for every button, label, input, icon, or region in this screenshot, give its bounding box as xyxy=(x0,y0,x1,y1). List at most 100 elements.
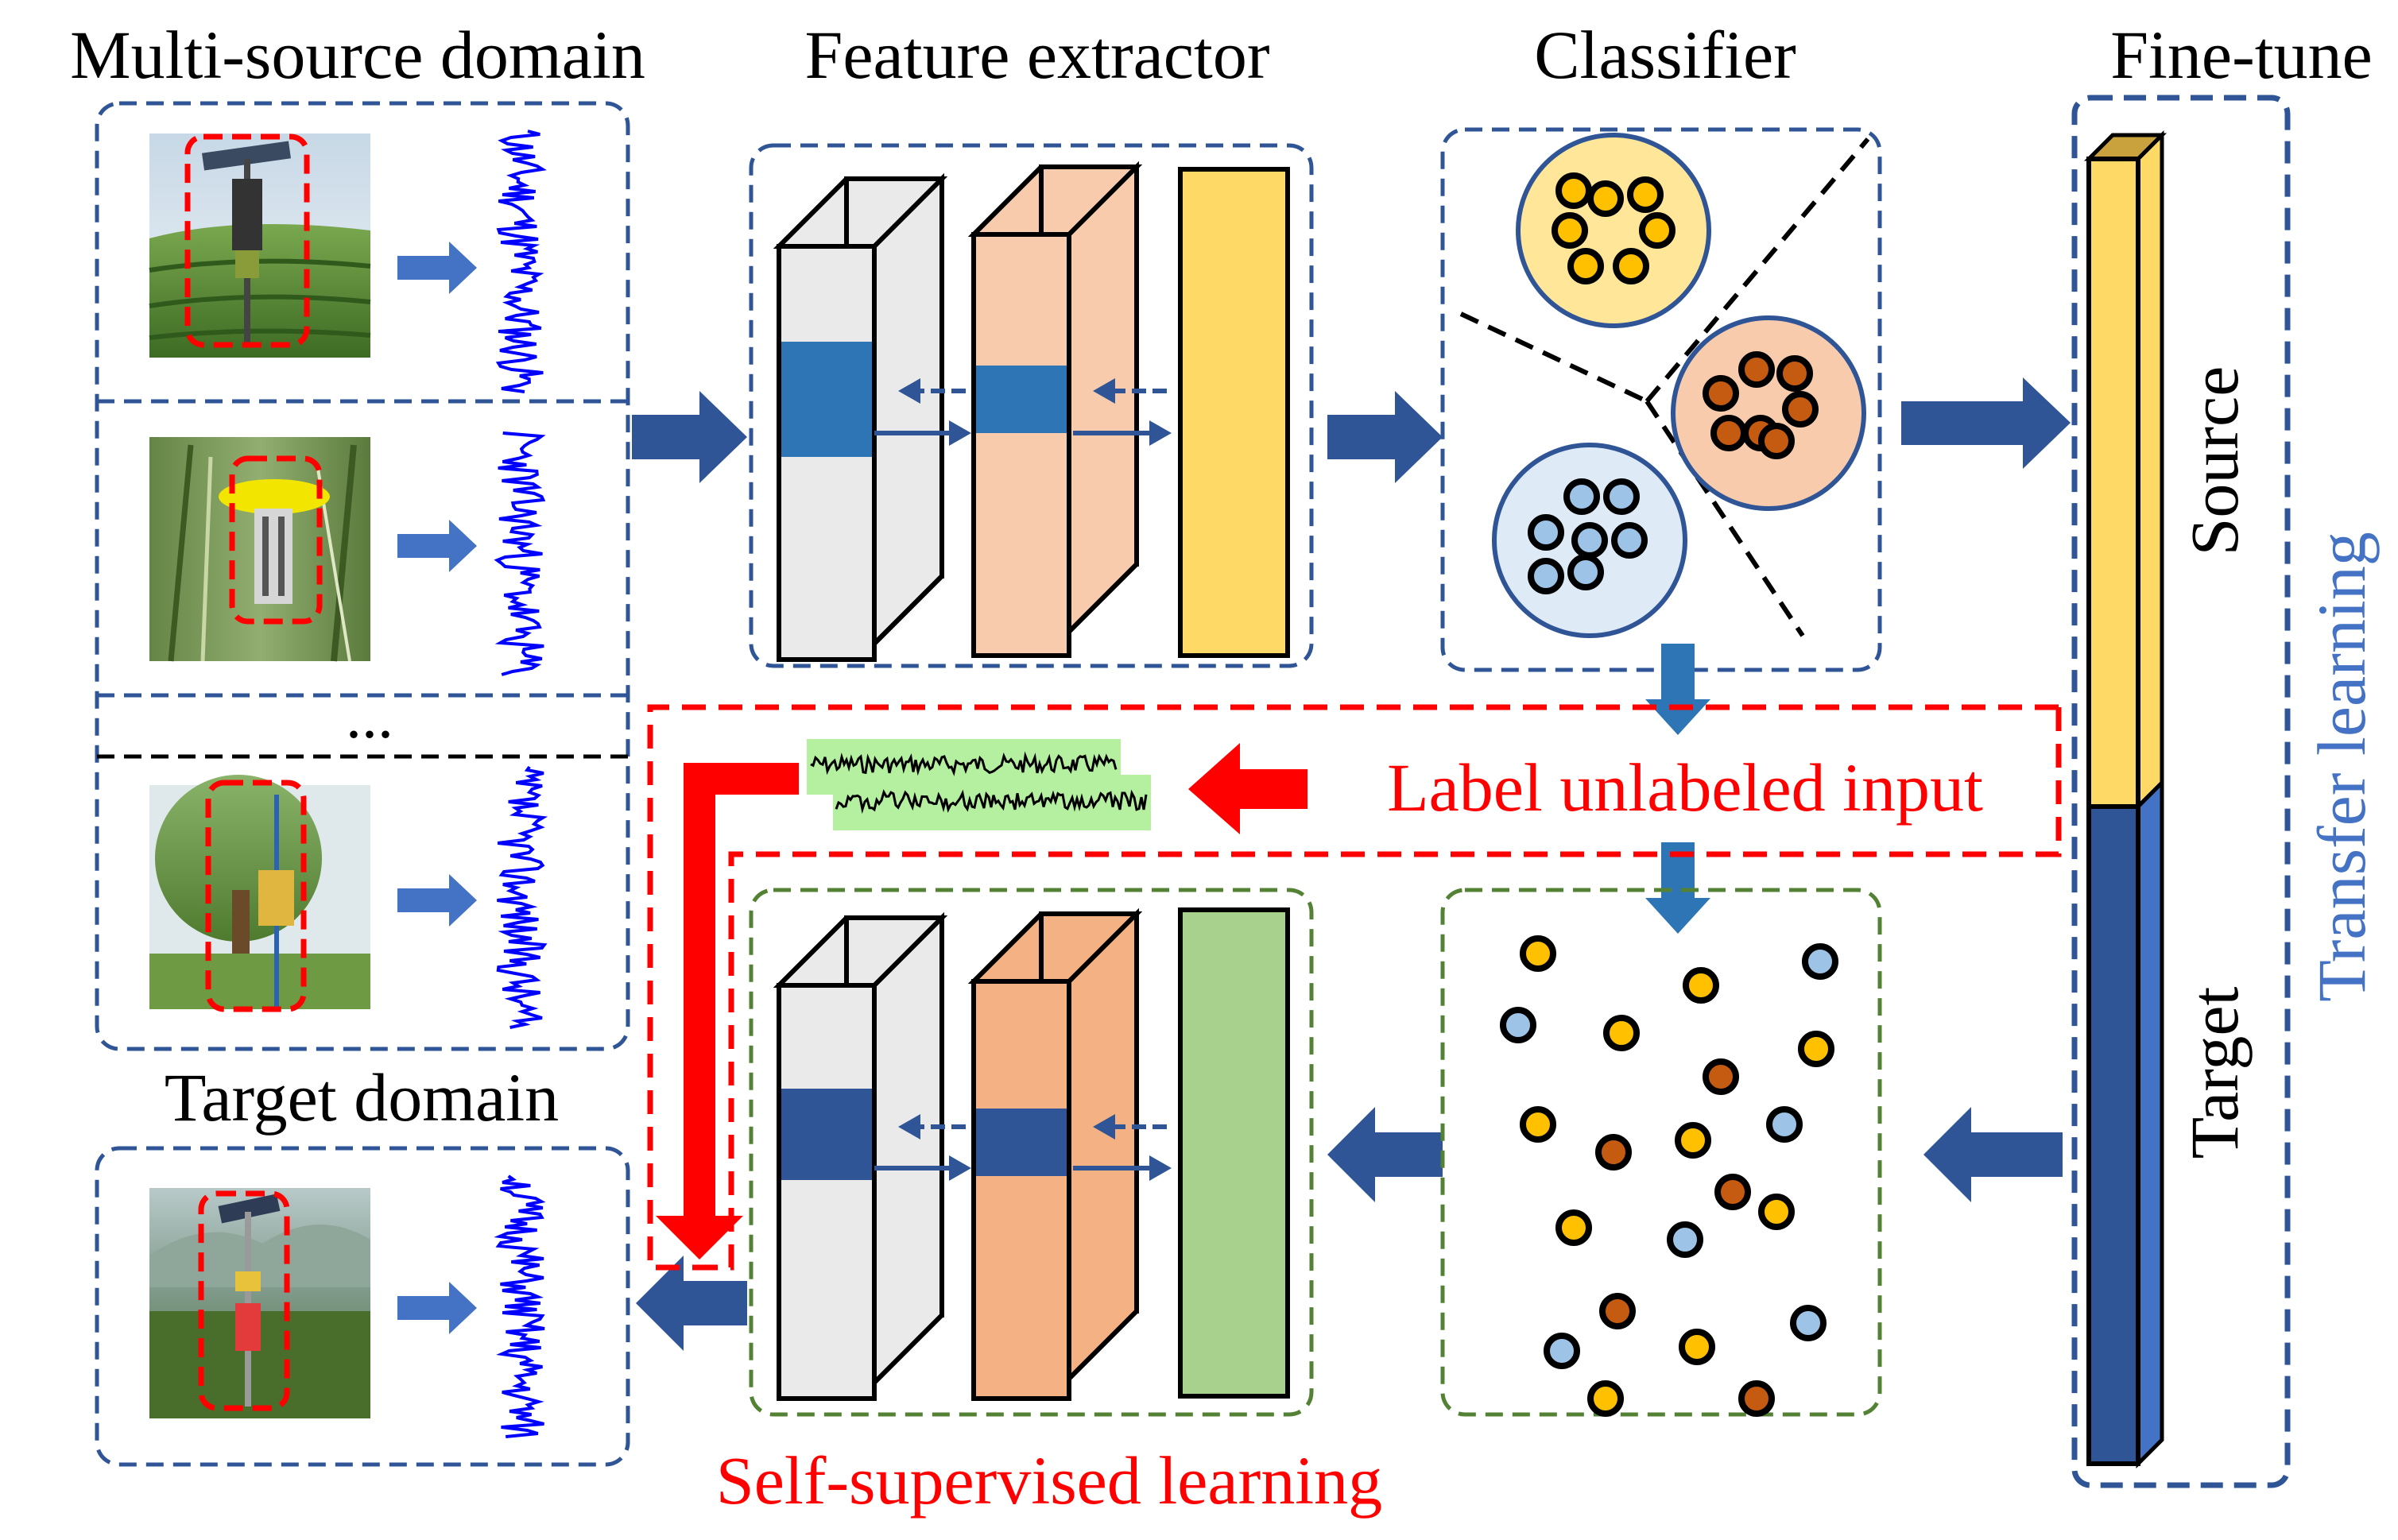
target-signal-waveform xyxy=(494,1174,546,1438)
fine-tune-panel: Source Target Transfer learning xyxy=(2071,95,2380,1488)
target-photo-arrow xyxy=(397,1282,477,1334)
classifier-heading: Classifier xyxy=(1534,17,1796,93)
classifier-panel xyxy=(1440,127,1882,672)
orange-feature-layer xyxy=(967,161,1143,658)
unlabeled-sample-dot xyxy=(1790,1305,1827,1341)
unlabeled-sample-dot xyxy=(1802,943,1838,980)
unlabeled-sample-dot xyxy=(1798,1031,1834,1067)
fine-tune-heading: Fine-tune xyxy=(2110,17,2373,93)
source-domain-box xyxy=(95,101,630,1051)
labeled-signal-waveform-1 xyxy=(810,751,1118,776)
unlabeled-samples-box xyxy=(1440,888,1882,1417)
extractor-to-classifier-arrow xyxy=(1327,391,1443,483)
cluster-dot-yellow xyxy=(1555,172,1592,209)
unlabeled-sample-dots xyxy=(1500,935,1838,1417)
cluster-dot-brown xyxy=(1703,375,1739,412)
cluster-dot-yellow xyxy=(1567,248,1604,284)
label-input-arrow xyxy=(1188,743,1307,834)
classifier-to-finetune-arrow xyxy=(1901,377,2071,469)
cluster-dot-brown xyxy=(1758,423,1795,459)
yellow-dense-layer xyxy=(1178,167,1290,658)
target-domain-box xyxy=(95,1146,630,1467)
finetune-to-unlabeled-arrow xyxy=(1923,1107,2063,1202)
unlabeled-sample-dot xyxy=(1555,1209,1592,1246)
unlabeled-sample-dot xyxy=(1500,1007,1536,1043)
cluster-dot-blue xyxy=(1567,554,1604,590)
source-bar-segment xyxy=(2086,157,2140,809)
unlabeled-sample-dot xyxy=(1714,1174,1751,1210)
self-supervised-learning-text: Self-supervised learning xyxy=(716,1442,1382,1519)
source-photo-arrow-3 xyxy=(397,874,477,927)
source-to-extractor-arrow xyxy=(632,391,747,483)
solar-insect-trap-photo xyxy=(149,133,371,358)
class-cluster-orange xyxy=(1671,315,1866,511)
feature-extractor-heading: Feature extractor xyxy=(805,17,1270,93)
unlabeled-sample-dot xyxy=(1683,967,1719,1004)
unlabeled-sample-dot xyxy=(1766,1106,1803,1143)
trap-highlight-box xyxy=(184,133,310,348)
yellow-lamp-trap-photo xyxy=(149,437,370,662)
target-domain-heading: Target domain xyxy=(165,1059,559,1136)
cluster-dot-blue xyxy=(1611,522,1648,559)
class-cluster-yellow xyxy=(1516,133,1711,328)
self-supervised-down-arrow xyxy=(656,763,799,1259)
pole-trap-photo xyxy=(149,775,370,1012)
source-signal-waveform-1 xyxy=(495,130,547,393)
unlabeled-sample-dot xyxy=(1703,1058,1739,1095)
extractor-to-target-arrow xyxy=(636,1256,747,1351)
unlabeled-sample-dot xyxy=(1758,1194,1795,1230)
labeled-signal-waveform-2 xyxy=(835,789,1148,814)
cluster-dot-yellow xyxy=(1627,176,1664,213)
cluster-dot-brown xyxy=(1776,355,1813,392)
unlabeled-sample-dot xyxy=(1595,1134,1632,1170)
target-layer-connection-arrows xyxy=(874,1114,1172,1181)
target-trap-photo xyxy=(149,1188,370,1418)
pseudo-label-loop-right xyxy=(711,707,2062,1271)
layer-connection-arrows xyxy=(874,378,1172,446)
cluster-dot-yellow xyxy=(1552,212,1588,249)
label-unlabeled-input-text: Label unlabeled input xyxy=(1387,749,1983,826)
grey-target-layer xyxy=(773,911,948,1401)
unlabeled-sample-dot xyxy=(1544,1333,1580,1369)
fine-tune-bar-side-target xyxy=(2136,777,2164,1469)
self-supervised-loop: Label unlabeled input Self-supervised le… xyxy=(647,704,2062,1519)
fine-tune-box xyxy=(2071,95,2291,1488)
cluster-dot-brown xyxy=(1738,351,1775,388)
cluster-dot-blue xyxy=(1528,558,1564,594)
trap-highlight-box xyxy=(205,780,307,1012)
transfer-learning-label: Transfer learning xyxy=(2303,532,2380,1002)
green-dense-layer xyxy=(1178,907,1290,1399)
target-bar-segment xyxy=(2086,804,2140,1466)
pseudo-label-down-arrow xyxy=(1645,842,1710,934)
unlabeled-sample-dot xyxy=(1667,1221,1703,1258)
cluster-dot-blue xyxy=(1528,514,1564,551)
pseudo-label-loop-outer xyxy=(647,704,2059,1271)
decision-boundaries xyxy=(1459,137,1870,637)
unlabeled-sample-dot xyxy=(1679,1329,1715,1365)
source-signal-waveform-3 xyxy=(496,765,548,1029)
source-photo-arrow-1 xyxy=(397,242,477,294)
source-photo-arrow-2 xyxy=(397,520,477,572)
unlabeled-sample-dot xyxy=(1520,935,1556,972)
fine-tune-bar-side-source xyxy=(2136,130,2164,812)
unlabeled-sample-dot xyxy=(1738,1380,1775,1417)
feature-extractor-box xyxy=(749,143,1314,668)
unlabeled-sample-dot xyxy=(1675,1122,1711,1159)
classifier-down-arrow xyxy=(1645,644,1710,735)
trap-highlight-box xyxy=(229,455,323,625)
unlabeled-sample-dot xyxy=(1587,1380,1624,1417)
source-ellipsis: ... xyxy=(346,682,393,752)
feature-extractor-bottom xyxy=(749,888,1314,1417)
cluster-dot-blue xyxy=(1563,478,1600,515)
target-bar-label: Target xyxy=(2176,986,2253,1159)
cluster-sample-dots xyxy=(1528,172,1819,594)
multi-source-domain-heading: Multi-source domain xyxy=(70,17,645,93)
grey-feature-layer xyxy=(773,172,948,662)
source-signal-waveform-2 xyxy=(494,431,546,676)
cluster-dot-blue xyxy=(1603,478,1640,515)
multi-source-domain-panel: ... xyxy=(95,101,630,1051)
unlabeled-sample-dot xyxy=(1520,1106,1556,1143)
cluster-dot-brown xyxy=(1710,415,1747,451)
feature-extractor-top xyxy=(749,143,1314,668)
